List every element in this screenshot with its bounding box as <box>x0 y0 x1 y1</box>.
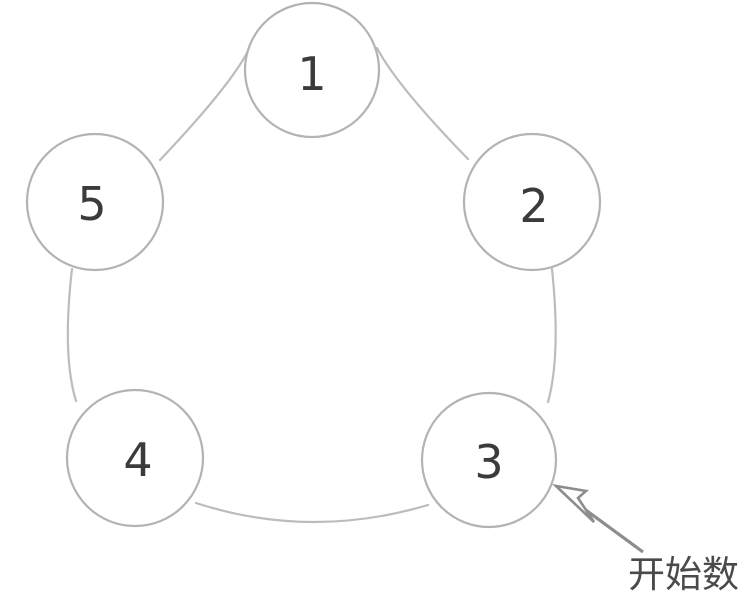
arrow-shaft-line <box>582 506 644 554</box>
edge-1-to-2 <box>375 46 470 161</box>
node-label-group: 1 2 3 4 5 <box>77 47 548 489</box>
node-circle-1[interactable] <box>243 1 381 139</box>
annotation-arrow <box>552 484 644 554</box>
edge-group <box>66 46 557 524</box>
annotation-label: 开始数 <box>628 553 739 596</box>
edge-4-to-5 <box>66 267 78 403</box>
node-label-4: 4 <box>123 433 152 487</box>
node-label-3: 3 <box>474 435 503 489</box>
node-circle-5[interactable] <box>25 132 165 272</box>
node-label-2: 2 <box>519 179 548 233</box>
node-group <box>25 1 602 529</box>
node-label-5: 5 <box>77 177 106 231</box>
arrow-head-triangle <box>552 484 596 523</box>
node-circle-2[interactable] <box>462 132 602 272</box>
node-label-1: 1 <box>297 47 326 101</box>
node-circle-4[interactable] <box>65 388 205 528</box>
node-circle-3[interactable] <box>420 391 558 529</box>
edge-3-to-4 <box>194 501 430 524</box>
edge-2-to-3 <box>546 267 557 404</box>
edge-5-to-1 <box>158 47 251 162</box>
